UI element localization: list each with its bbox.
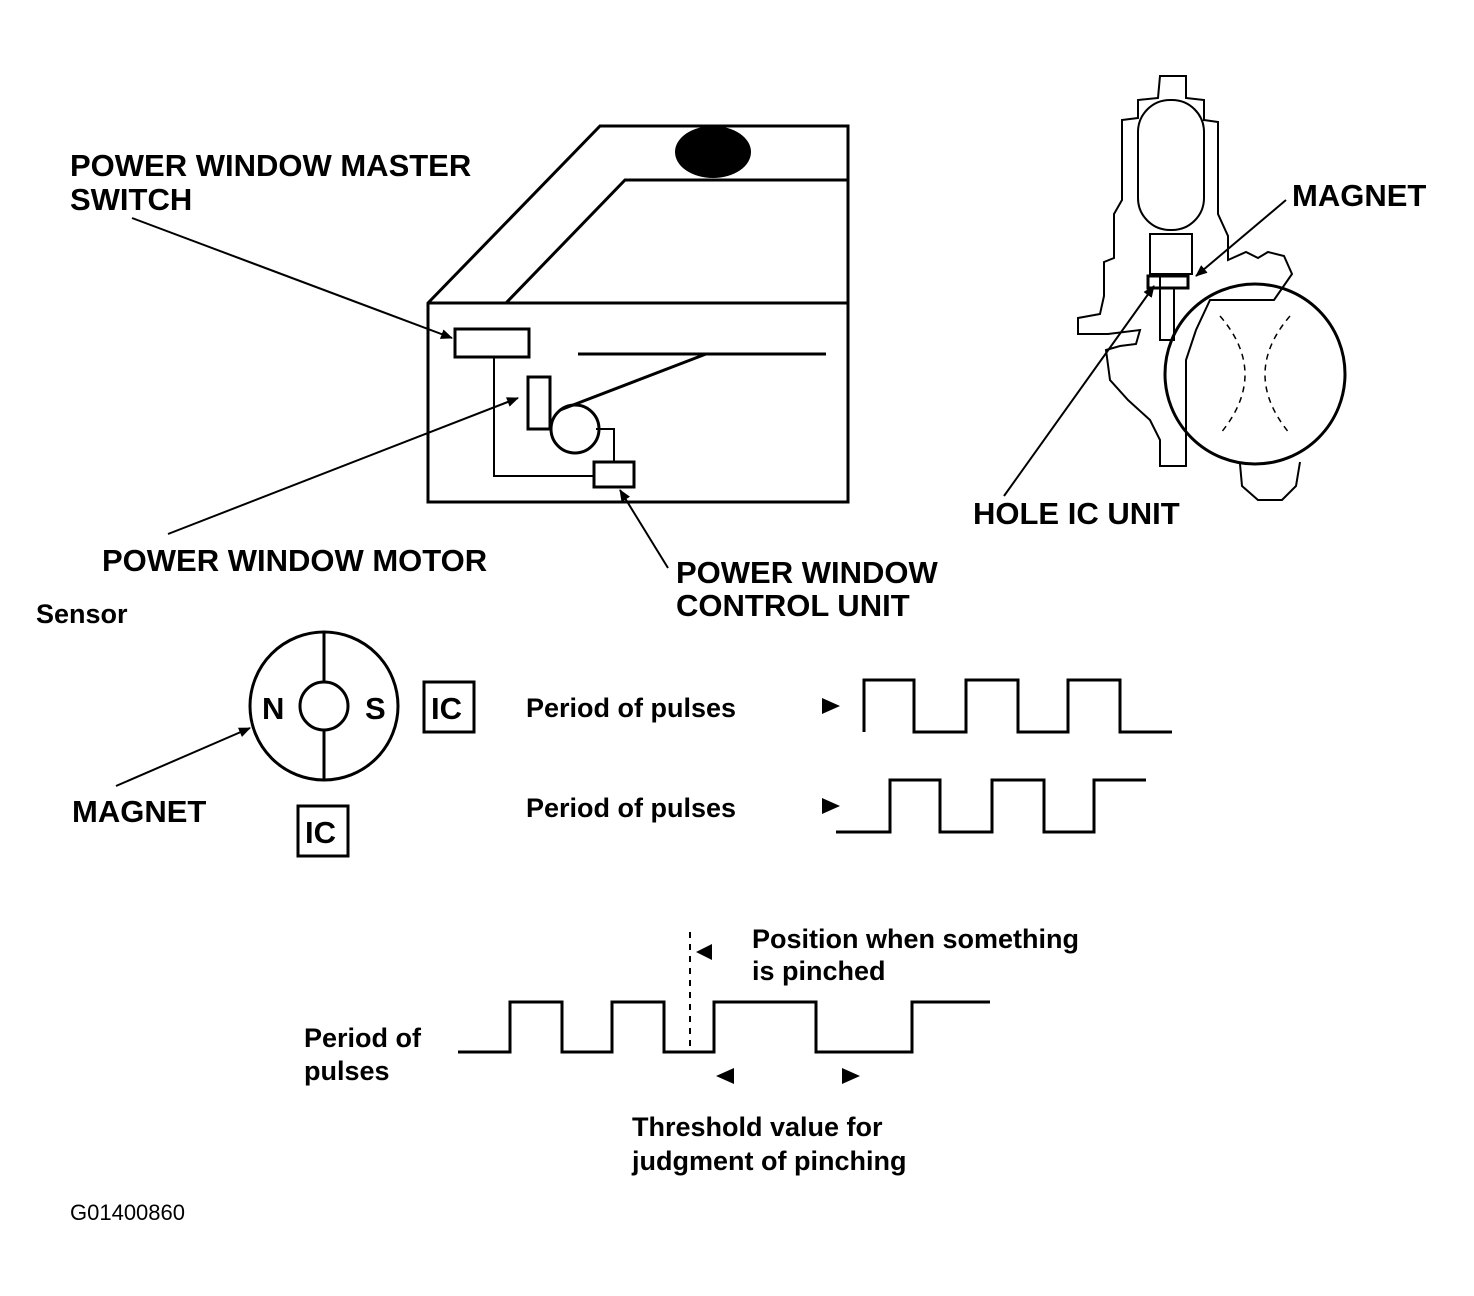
switch-wire — [493, 357, 594, 477]
arrow-pinch-position — [696, 944, 712, 960]
motor-bracket — [526, 375, 552, 431]
pole-s: S — [365, 691, 386, 726]
motor-drum — [549, 403, 601, 455]
ic-label-bottom: IC — [305, 815, 336, 850]
arrow-threshold-left — [716, 1068, 734, 1084]
motor-housing-outline — [1077, 75, 1294, 467]
door-illustration — [426, 124, 850, 504]
leader-motor — [167, 397, 519, 535]
leader-hole-ic — [1003, 285, 1155, 497]
waveform-3 — [458, 1000, 990, 1054]
label-motor: POWER WINDOW MOTOR — [102, 543, 487, 578]
label-hole-ic-unit: HOLE IC UNIT — [973, 496, 1180, 531]
label-master-switch-1: POWER WINDOW MASTER — [70, 148, 471, 183]
label-pinched-1: Position when something — [752, 924, 1079, 954]
waveform-2 — [836, 778, 1146, 834]
leader-magnet-sensor — [115, 727, 251, 787]
label-magnet-top: MAGNET — [1292, 178, 1426, 213]
magnet-hub — [298, 680, 350, 732]
ic-label-right: IC — [431, 691, 462, 726]
ic-box-bottom — [296, 804, 350, 858]
label-master-switch-2: SWITCH — [70, 182, 192, 217]
pole-n: N — [262, 691, 284, 726]
motor-coupling — [1149, 233, 1193, 275]
leader-magnet-top — [1195, 199, 1287, 277]
label-control-unit-1: POWER WINDOW — [676, 555, 938, 590]
motor-upper-body — [1137, 99, 1205, 231]
motor-wire — [596, 428, 615, 462]
sensor-magnet-ring: N S — [248, 630, 400, 782]
master-switch-box — [453, 327, 531, 359]
waveform-1 — [862, 678, 1172, 734]
leader-master-switch — [131, 217, 453, 339]
window-frame-inner — [504, 178, 848, 305]
figure-code: G01400860 — [70, 1200, 185, 1225]
regulator-arm — [559, 352, 707, 412]
arrow-pulses-1 — [822, 698, 840, 714]
gear-housing-bottom — [1239, 461, 1301, 501]
gear-dashes — [1219, 315, 1291, 435]
arrow-pulses-2 — [822, 798, 840, 814]
shaft — [1159, 287, 1175, 341]
label-pulses-2: Period of pulses — [526, 793, 736, 823]
label-pinched-2: is pinched — [752, 956, 886, 986]
label-threshold-1: Threshold value for — [632, 1112, 883, 1142]
arrow-threshold-right — [842, 1068, 860, 1084]
leader-control-unit — [619, 489, 669, 569]
label-pulses-3-2: pulses — [304, 1056, 390, 1086]
motor-assembly-illustration — [1077, 75, 1347, 501]
door-outline — [426, 124, 850, 504]
control-unit-box — [592, 460, 636, 489]
label-pulses-1: Period of pulses — [526, 693, 736, 723]
door-mirror-mark — [675, 126, 751, 178]
label-magnet-sensor: MAGNET — [72, 794, 206, 829]
gear-housing — [1163, 282, 1347, 466]
ic-box-right — [422, 680, 476, 734]
label-sensor: Sensor — [36, 599, 128, 629]
label-control-unit-2: CONTROL UNIT — [676, 588, 910, 623]
label-pulses-3-1: Period of — [304, 1023, 422, 1053]
label-threshold-2: judgment of pinching — [631, 1146, 906, 1176]
